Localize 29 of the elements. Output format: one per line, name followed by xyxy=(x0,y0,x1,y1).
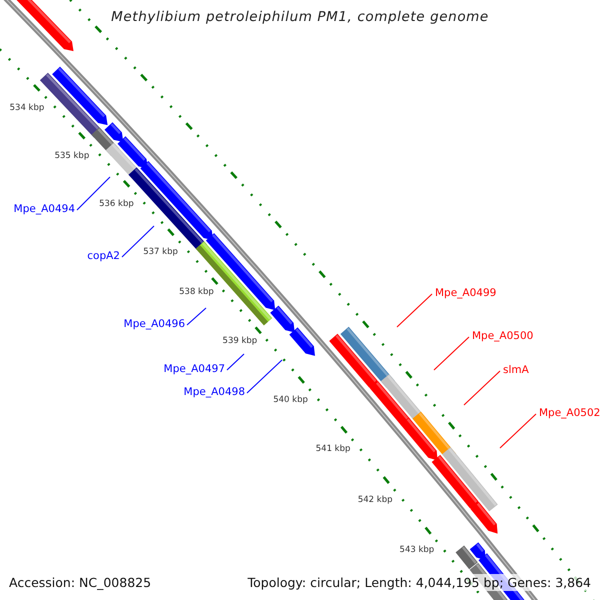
position-label: 542 kbp xyxy=(358,494,392,505)
gene-label: Mpe_A0499 xyxy=(435,287,496,300)
position-label: 541 kbp xyxy=(316,444,350,454)
gene-label: Mpe_A0498 xyxy=(184,386,245,399)
leader-line xyxy=(434,336,470,370)
position-label: 535 kbp xyxy=(54,150,90,161)
gene-label: Mpe_A0496 xyxy=(124,318,185,331)
leader-line xyxy=(464,370,500,406)
diagram-title: Methylibium petroleiphilum PM1, complete genome xyxy=(110,9,490,25)
position-label: 534 kbp xyxy=(10,103,44,114)
leader-line xyxy=(396,294,432,328)
leader-line xyxy=(246,360,282,394)
position-label: 543 kbp xyxy=(400,545,434,556)
gene-label: slmA xyxy=(503,364,529,377)
position-label: 536 kbp xyxy=(99,198,134,209)
leader-line xyxy=(226,354,244,370)
position-label: 538 kbp xyxy=(179,287,214,298)
position-label: 539 kbp xyxy=(222,336,258,346)
leader-line xyxy=(76,176,110,210)
gene-label: Mpe_A0494 xyxy=(14,203,75,216)
position-label: 537 kbp xyxy=(143,247,178,258)
gene-label: copA2 xyxy=(87,250,120,263)
leader-line xyxy=(122,226,154,258)
gene-label: Mpe_A0502 xyxy=(539,407,600,420)
leader-line xyxy=(500,414,536,448)
position-label: 540 kbp xyxy=(273,394,308,405)
gene-label: Mpe_A0500 xyxy=(472,330,534,343)
leader-line xyxy=(186,308,206,326)
gene-label: Mpe_A0497 xyxy=(164,363,225,376)
